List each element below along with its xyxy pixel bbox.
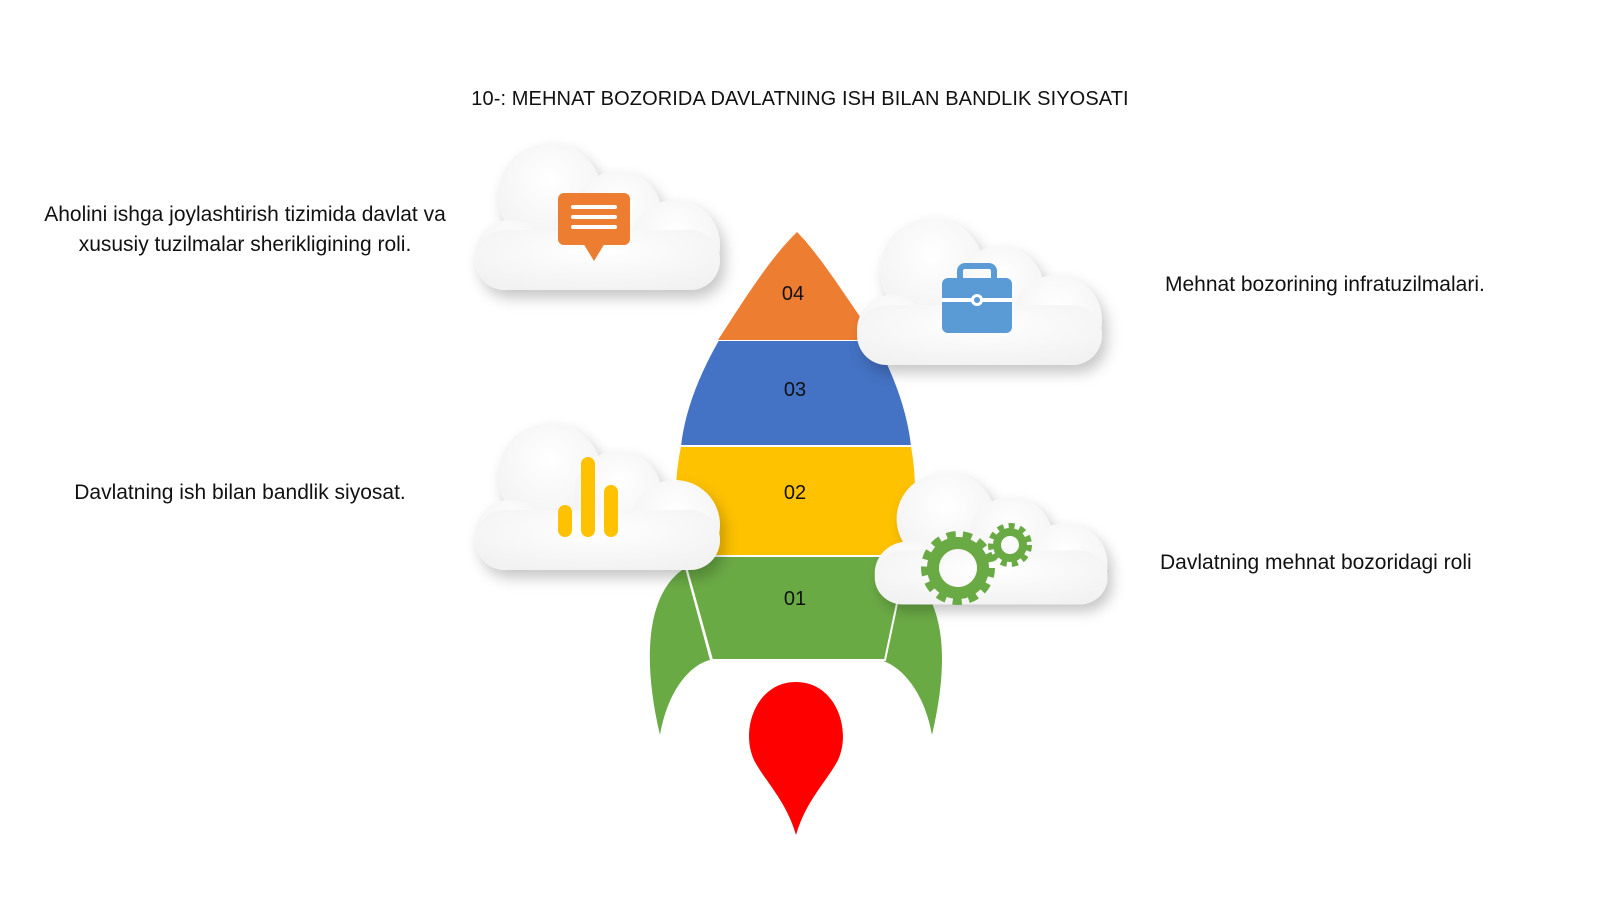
cloud-top-right: [857, 218, 1102, 365]
speech-bubble-icon: [558, 193, 630, 261]
cloud-middle-right: [874, 472, 1108, 605]
slide-title: 10-: MEHNAT BOZORIDA DAVLATNING ISH BILA…: [471, 88, 1129, 110]
rocket-flame: [749, 682, 843, 835]
rocket-left-fin: [649, 568, 710, 735]
stage-03-number: 03: [784, 379, 806, 401]
cloud-top-left: [475, 143, 720, 290]
caption-middle-right: Davlatning mehnat bozoridagi roli: [1160, 551, 1472, 574]
cloud-middle-left: [475, 423, 720, 570]
stage-03-segment: [678, 339, 914, 447]
caption-top-right: Mehnat bozorining infratuzilmalari.: [1165, 273, 1485, 296]
bar-chart-icon: [558, 457, 618, 537]
gears-icon: [921, 523, 1032, 605]
stage-01-number: 01: [784, 588, 806, 610]
briefcase-icon: [942, 263, 1012, 333]
stage-04-segment: [718, 232, 876, 340]
caption-middle-left: Davlatning ish bilan bandlik siyosat.: [74, 481, 406, 504]
stage-02-number: 02: [784, 482, 806, 504]
caption-top-left: Aholini ishga joylashtirish tizimida dav…: [44, 203, 446, 256]
stage-04-number: 04: [782, 283, 804, 305]
